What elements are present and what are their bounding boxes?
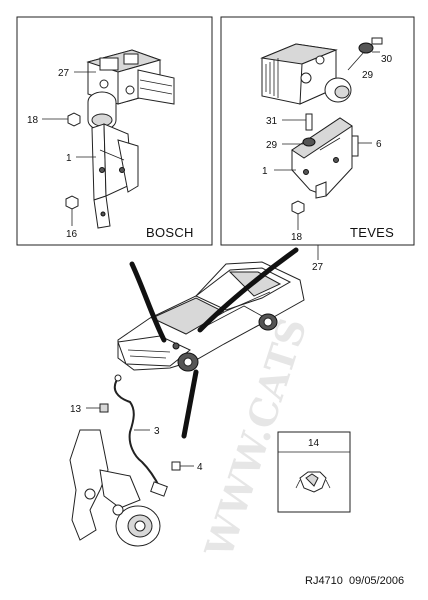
teves-abs-modulator <box>260 43 352 105</box>
teves-panel-border <box>220 16 415 246</box>
bosch-nut-18 <box>67 112 81 127</box>
bosch-bracket <box>91 123 139 229</box>
callout-27-group: 27 <box>312 262 324 273</box>
pointer-arrow-sensor <box>181 369 199 439</box>
sensor-clip-13 <box>99 403 109 413</box>
teves-bracket <box>291 117 353 199</box>
diagram-reference-date: RJ4710 09/05/2006 <box>305 575 404 587</box>
wheel-speed-sensor-assembly: 13 3 4 <box>69 374 203 547</box>
bosch-brand-label: BOSCH <box>146 225 194 240</box>
teves-bolt-6 <box>351 135 359 157</box>
teves-grommet-29-lower <box>302 137 316 147</box>
bosch-panel: 27 18 1 16 BOSCH <box>16 16 213 246</box>
callout-16: 16 <box>66 229 78 240</box>
callout-29: 29 <box>266 140 278 151</box>
teves-grommet-29 <box>358 42 374 54</box>
teves-bolt-30 <box>371 37 383 45</box>
callout-18-teves: 18 <box>291 232 303 243</box>
bosch-nut-16 <box>65 195 79 210</box>
teves-brand-label: TEVES <box>350 225 394 240</box>
teves-stud-31 <box>305 113 313 131</box>
callout-1: 1 <box>66 153 72 164</box>
callout-13: 13 <box>70 404 82 415</box>
callout-1-teves: 1 <box>262 166 268 177</box>
clip-inset-14: 14 <box>277 431 351 513</box>
bosch-panel-border <box>16 16 213 246</box>
clip-14-part <box>295 471 331 493</box>
callout-30: 30 <box>381 54 393 65</box>
callout-27: 27 <box>58 68 70 79</box>
pointer-arrow-teves <box>197 247 299 333</box>
pointer-arrow-bosch <box>129 261 167 343</box>
callout-6: 6 <box>376 139 382 150</box>
clip-inset-number: 14 <box>308 438 320 449</box>
callout-31: 31 <box>266 116 278 127</box>
callout-4: 4 <box>197 462 203 473</box>
sensor-bolt-4 <box>171 461 181 471</box>
callout-3: 3 <box>154 426 160 437</box>
teves-nut-18 <box>291 200 305 215</box>
callout-18: 18 <box>27 115 39 126</box>
callout-29-top: 29 <box>362 70 374 81</box>
teves-panel: 30 29 31 29 6 1 18 TEVES <box>220 16 415 246</box>
bosch-abs-modulator <box>86 49 175 131</box>
